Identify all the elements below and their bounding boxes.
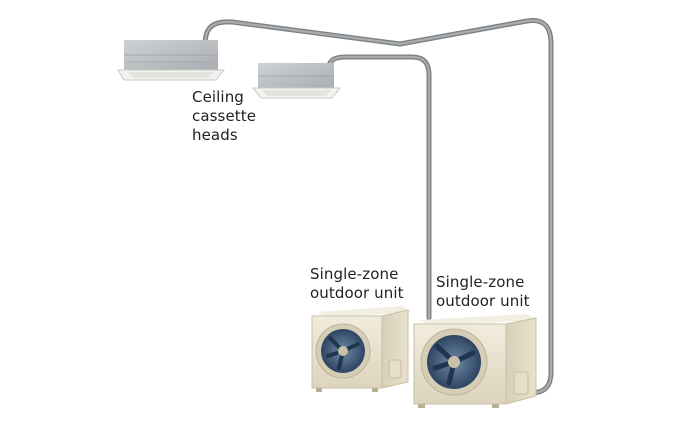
cassette-heads-label-line: heads [192, 126, 238, 144]
cassette-heads-label: Ceiling cassette heads [192, 88, 256, 145]
ceiling-cassette-icon [117, 40, 226, 81]
outdoor-unit-left-label: Single-zone outdoor unit [310, 265, 404, 303]
outdoor-unit-right-label: Single-zone outdoor unit [436, 273, 530, 311]
line-set-left [325, 54, 432, 321]
cassette-heads-label-line: cassette [192, 107, 257, 125]
outdoor-condenser-icon [311, 306, 412, 392]
ceiling-cassette-icon [251, 63, 342, 99]
outdoor-unit-right-label-line: Single-zone [436, 273, 525, 291]
outdoor-condenser-icon [413, 314, 538, 408]
cassette-heads-label-line: Ceiling [192, 88, 244, 106]
outdoor-unit-left-label-line: Single-zone [310, 265, 399, 283]
outdoor-unit-left-label-line: outdoor unit [310, 284, 404, 302]
outdoor-unit-right-label-line: outdoor unit [436, 292, 530, 310]
line-set-right [202, 17, 554, 396]
